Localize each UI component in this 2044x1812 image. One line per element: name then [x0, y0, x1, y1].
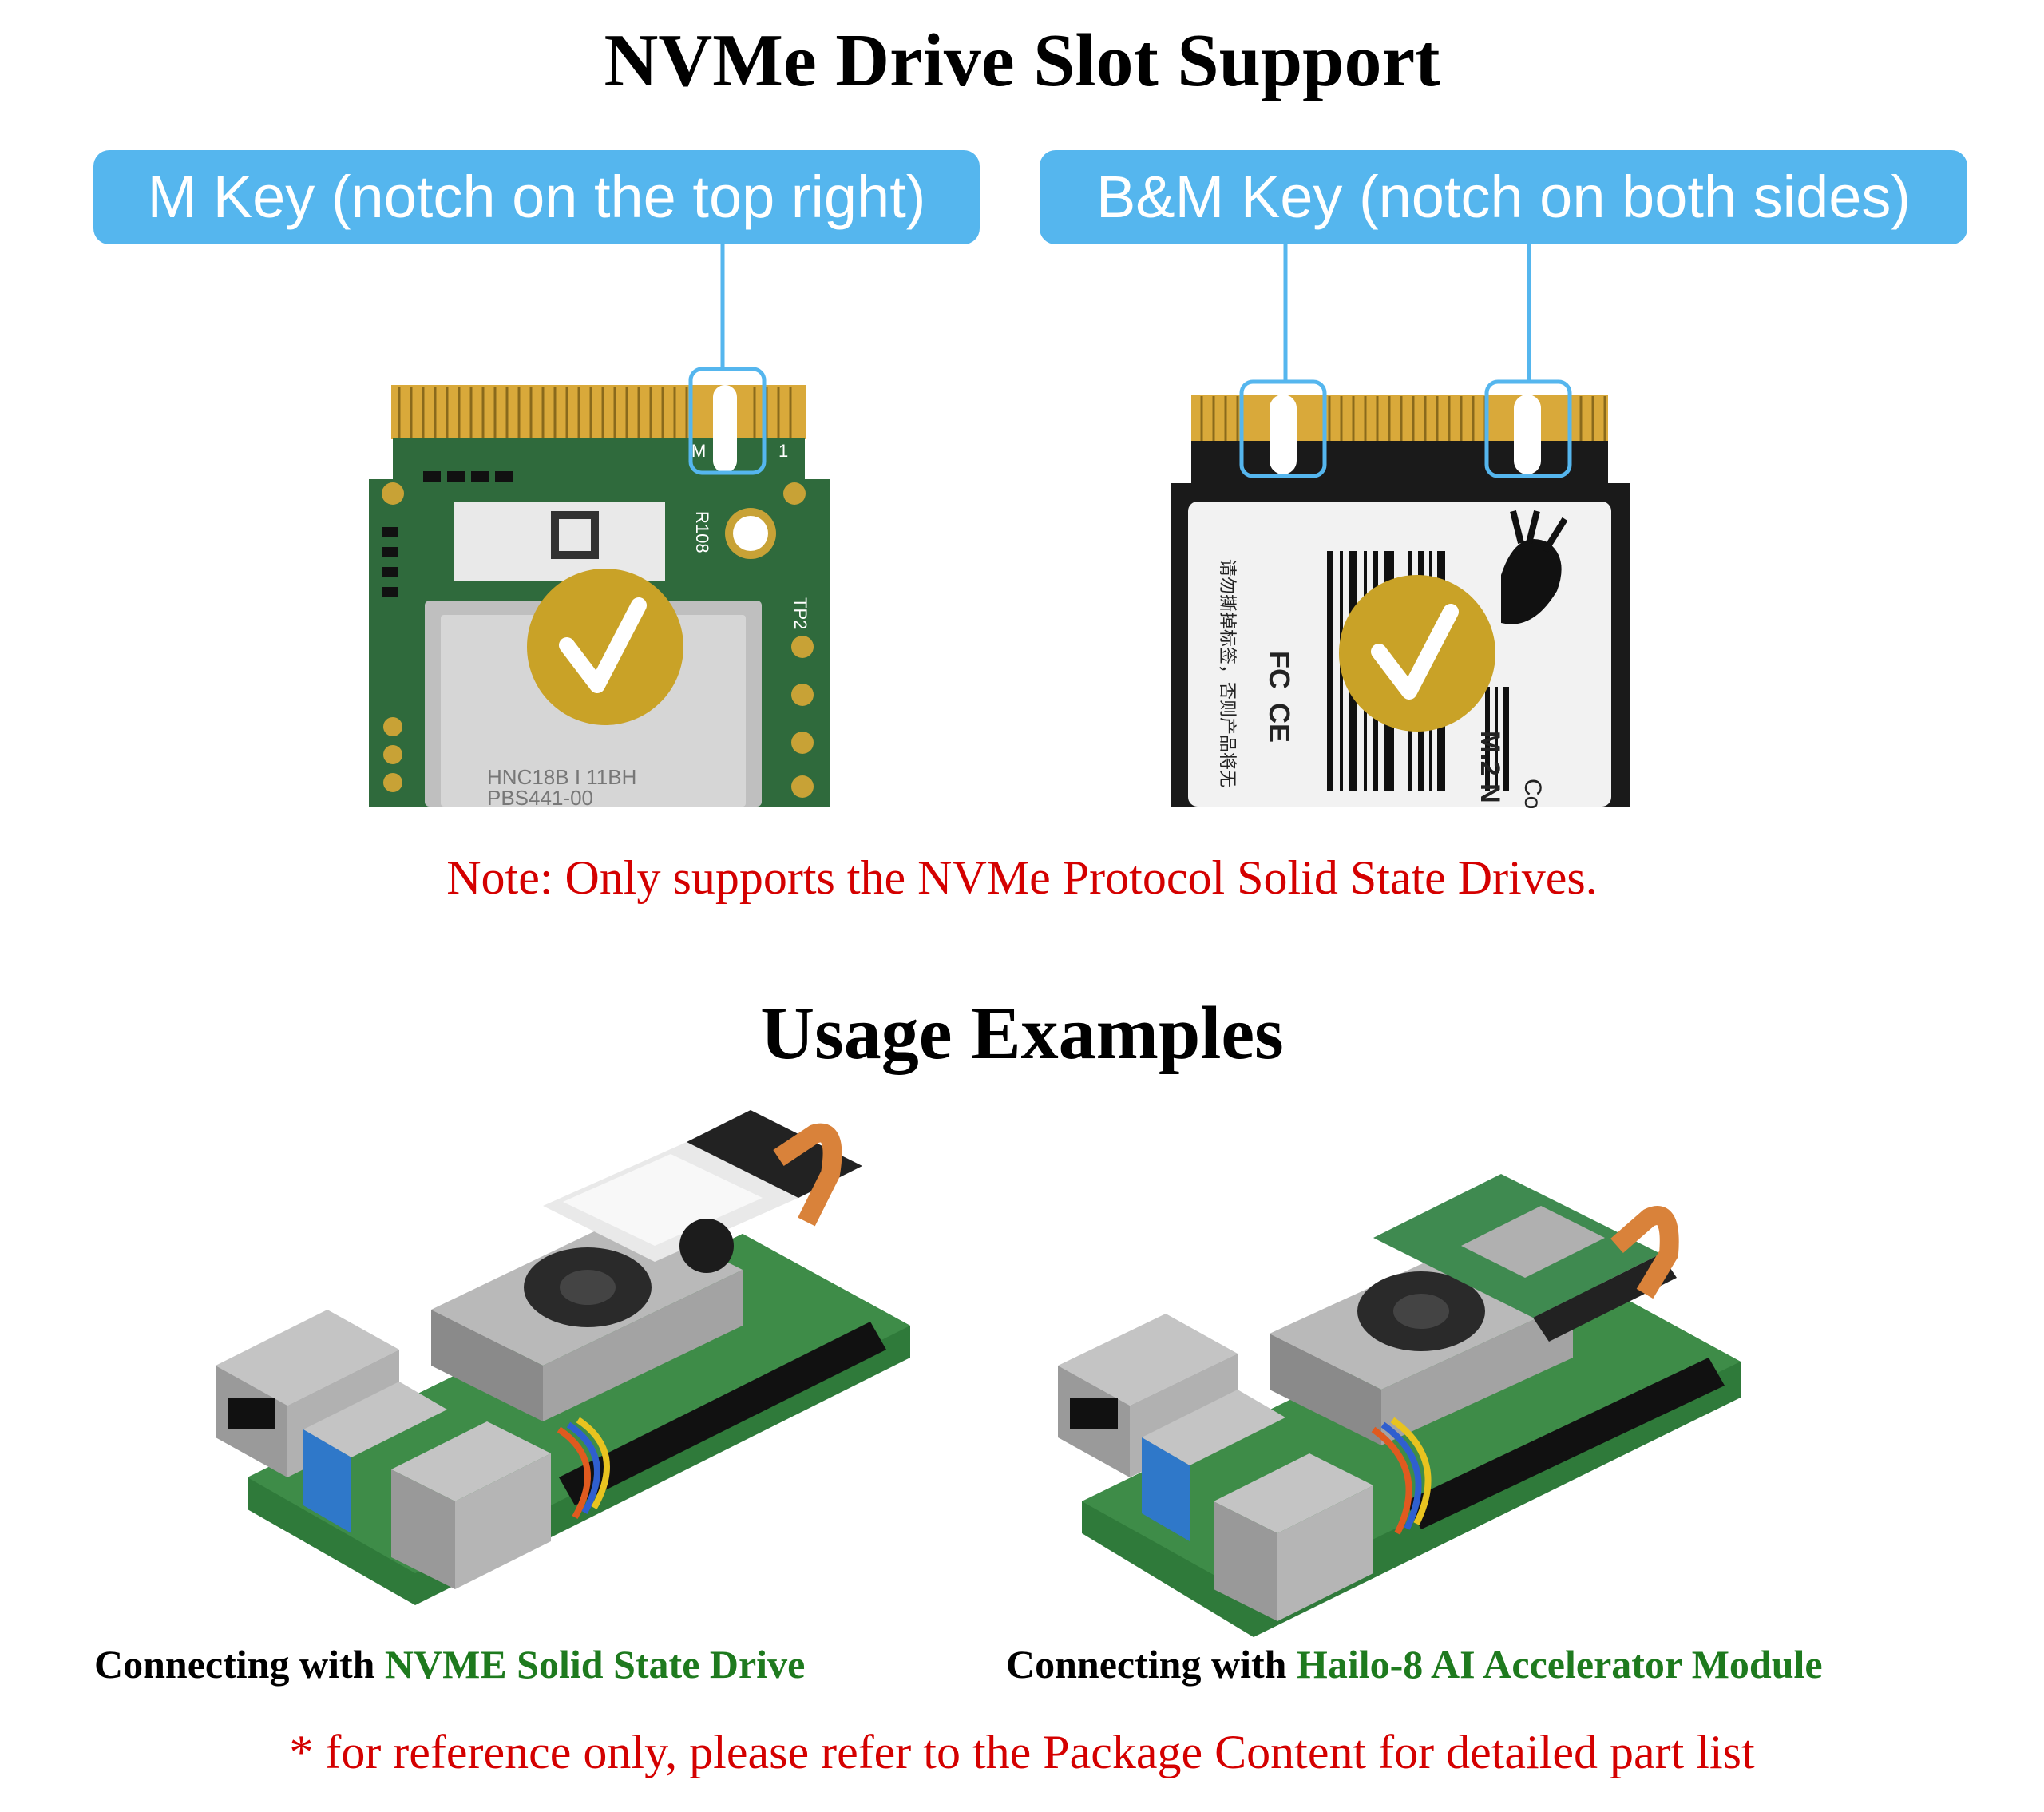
checkmark-icon — [1339, 575, 1495, 732]
usb-port-icon — [303, 1429, 351, 1533]
caption-highlight: Hailo-8 AI Accelerator Module — [1296, 1642, 1823, 1687]
silk-m: M — [691, 441, 706, 461]
usage-example-1-caption: Connecting with NVME Solid State Drive — [94, 1641, 805, 1687]
label-m2: M.2 N — [1475, 731, 1505, 803]
page-title: NVMe Drive Slot Support — [604, 19, 1440, 102]
caption-highlight: NVME Solid State Drive — [384, 1642, 806, 1687]
m-key-card: HNC18B I 11BH PBS441-00 R108 TP2 M 1 — [369, 367, 830, 810]
bm-notch-highlight-right — [1484, 379, 1572, 478]
usb-port-icon — [1142, 1437, 1190, 1541]
m-key-label: M Key (notch on the top right) — [93, 150, 980, 244]
m-notch-highlight — [688, 367, 766, 475]
bm-notch-highlight-left — [1239, 379, 1327, 478]
label-ce: CE — [1263, 703, 1296, 743]
gold-fingers — [391, 385, 806, 439]
protocol-note: Note: Only supports the NVMe Protocol So… — [446, 851, 1598, 904]
caption-prefix: Connecting with — [1006, 1642, 1297, 1687]
chip-text-2: PBS441-00 — [487, 786, 593, 810]
usage-example-1-photo — [216, 1110, 910, 1605]
silk-1: 1 — [778, 441, 788, 461]
chip-text-1: HNC18B I 11BH — [487, 765, 636, 789]
label-fc: FC — [1263, 651, 1296, 689]
bm-key-card: 请勿撕掉标签，否则产品将无 FC CE M.2 N Co — [1171, 379, 1630, 809]
deer-logo — [1501, 539, 1562, 624]
label-co: Co — [1519, 779, 1546, 809]
checkmark-icon — [527, 569, 683, 725]
usage-example-2-photo — [1058, 1174, 1741, 1637]
silk-tp2: TP2 — [790, 597, 810, 629]
reference-note: * for reference only, please refer to th… — [289, 1726, 1755, 1778]
silk-r108: R108 — [692, 511, 712, 553]
gold-fingers-bm — [1191, 395, 1608, 442]
bm-key-label: B&M Key (notch on both sides) — [1040, 150, 1967, 244]
caption-prefix: Connecting with — [94, 1642, 385, 1687]
usage-examples-title: Usage Examples — [760, 992, 1284, 1075]
usage-example-2-caption: Connecting with Hailo-8 AI Accelerator M… — [1006, 1641, 1823, 1687]
label-cn-text: 请勿撕掉标签，否则产品将无 — [1217, 559, 1237, 787]
